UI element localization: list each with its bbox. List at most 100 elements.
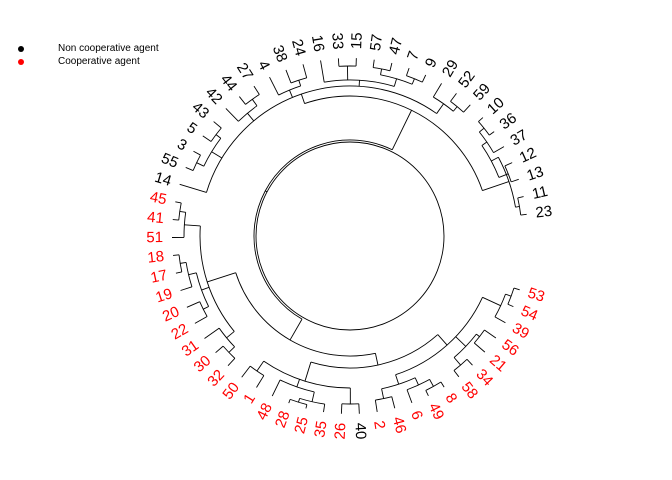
- branch-radial: [437, 334, 448, 346]
- branch-radial: [296, 379, 300, 388]
- leaf-label-2: 2: [370, 420, 388, 431]
- branch-radial: [179, 211, 186, 213]
- branch-radial: [482, 181, 510, 192]
- leaf-label-4: 4: [254, 58, 273, 73]
- branch-radial: [238, 96, 246, 105]
- legend-item-cooperative: Cooperative agent: [14, 55, 159, 68]
- branch-radial: [455, 336, 467, 347]
- branch-radial: [358, 403, 360, 414]
- leaf-label-37: 37: [507, 126, 530, 149]
- leaf-label-50: 50: [219, 379, 243, 403]
- branch-arc: [183, 212, 187, 238]
- branch-arc: [310, 334, 439, 369]
- leaf-label-44: 44: [217, 71, 241, 95]
- branch-radial: [215, 345, 224, 354]
- branch-radial: [298, 398, 301, 403]
- branch-radial: [517, 196, 524, 199]
- branch-radial: [302, 64, 308, 78]
- leaf-label-35: 35: [311, 420, 330, 439]
- leaf-label-58: 58: [458, 379, 482, 403]
- branch-radial: [179, 183, 207, 193]
- branch-radial: [323, 404, 326, 413]
- legend: Non cooperative agent Cooperative agent: [14, 42, 159, 68]
- branch-radial: [175, 271, 182, 274]
- branch-radial: [184, 224, 201, 227]
- branch-radial: [414, 377, 419, 386]
- branch-radial: [207, 272, 236, 283]
- leaf-label-41: 41: [146, 209, 164, 227]
- branch-radial: [453, 357, 461, 366]
- branch-radial: [406, 389, 413, 404]
- branch-radial: [211, 151, 223, 159]
- branch-arc: [299, 397, 325, 405]
- dendrogram-root-ring: [255, 141, 445, 331]
- branch-radial: [411, 78, 415, 85]
- branch-radial: [269, 77, 279, 96]
- leaf-label-51: 51: [146, 229, 163, 246]
- branch-radial: [504, 162, 513, 167]
- leaf-label-54: 54: [518, 302, 540, 324]
- legend-label: Non cooperative agent: [58, 43, 159, 54]
- leaf-label-52: 52: [455, 68, 479, 92]
- branch-radial: [202, 135, 212, 142]
- branch-radial: [452, 106, 458, 112]
- leaf-label-15: 15: [348, 32, 366, 49]
- branch-radial: [515, 206, 520, 208]
- leaf-label-36: 36: [496, 110, 519, 134]
- branch-radial: [450, 93, 457, 102]
- branch-radial: [256, 375, 265, 388]
- branch-radial: [374, 353, 379, 366]
- branch-radial: [489, 131, 495, 136]
- leaf-label-48: 48: [253, 400, 276, 422]
- branch-radial: [251, 99, 258, 107]
- branch-arc: [304, 95, 483, 191]
- branch-radial: [507, 303, 514, 308]
- branch-radial: [265, 190, 268, 193]
- branch-radial: [227, 358, 236, 366]
- branch-radial: [466, 359, 473, 366]
- branch-radial: [494, 316, 506, 324]
- branch-radial: [180, 286, 193, 291]
- branch-radial: [491, 156, 499, 162]
- leaf-label-56: 56: [498, 336, 521, 359]
- branch-radial: [173, 254, 180, 256]
- branch-arc: [450, 101, 464, 113]
- leaf-label-24: 24: [288, 37, 309, 58]
- branch-radial: [478, 117, 484, 122]
- leaf-label-20: 20: [160, 303, 182, 325]
- branch-arc: [210, 127, 222, 142]
- branch-radial: [226, 331, 235, 339]
- branch-radial: [213, 121, 222, 129]
- leaf-label-7: 7: [404, 49, 423, 63]
- leaf-label-14: 14: [153, 169, 174, 190]
- leaf-label-38: 38: [269, 43, 291, 65]
- leaf-label-55: 55: [159, 150, 181, 172]
- branch-radial: [203, 306, 209, 310]
- branch-arc: [289, 398, 308, 406]
- leaf-label-9: 9: [422, 56, 441, 71]
- branch-arc: [199, 301, 208, 317]
- branch-radial: [513, 287, 520, 291]
- branch-radial: [196, 162, 205, 167]
- branch-radial: [256, 360, 265, 372]
- branch-radial: [482, 296, 501, 307]
- branch-radial: [253, 85, 260, 95]
- branch-arc: [375, 396, 392, 401]
- branch-radial: [493, 146, 505, 154]
- branch-radial: [186, 301, 200, 308]
- leaf-label-57: 57: [367, 33, 386, 52]
- branch-radial: [304, 361, 312, 382]
- branch-arc: [279, 379, 315, 393]
- branch-arc: [425, 381, 442, 391]
- branch-radial: [421, 74, 427, 83]
- dendrogram-branches: [172, 58, 527, 414]
- leaf-label-27: 27: [233, 60, 256, 83]
- branch-radial: [247, 112, 255, 122]
- branch-radial: [372, 59, 375, 68]
- branch-radial: [440, 381, 445, 388]
- branch-radial: [453, 370, 460, 378]
- branch-arc: [218, 327, 235, 348]
- branch-radial: [429, 379, 434, 387]
- leaf-label-22: 22: [168, 320, 191, 343]
